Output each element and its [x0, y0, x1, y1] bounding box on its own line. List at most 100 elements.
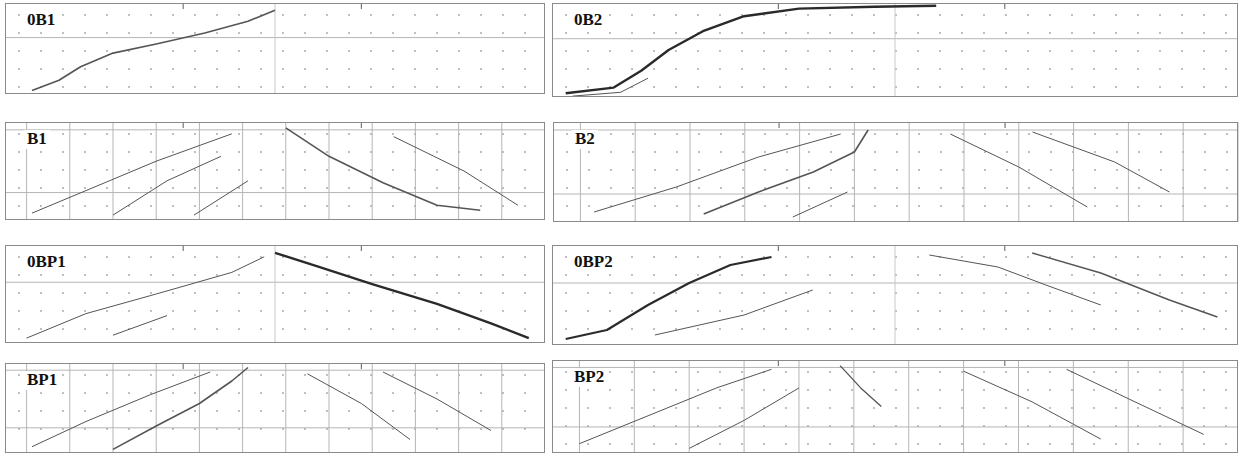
grid-dot	[18, 410, 20, 412]
grid-dot	[565, 32, 567, 34]
beam-panel: B1	[5, 122, 545, 220]
grid-dot	[304, 328, 306, 330]
grid-dot	[260, 328, 262, 330]
grid-dot	[808, 169, 810, 171]
grid-dot	[18, 392, 20, 394]
grid-dot	[786, 133, 788, 135]
grid-dot	[851, 389, 853, 391]
grid-dot	[106, 374, 108, 376]
grid-dot	[1049, 32, 1051, 34]
grid-dot	[786, 187, 788, 189]
grid-dot	[654, 133, 656, 135]
grid-dot	[895, 389, 897, 391]
beam-drawing	[552, 245, 1238, 345]
grid-dot	[1203, 371, 1205, 373]
grid-dot	[785, 407, 787, 409]
grid-dot	[370, 169, 372, 171]
grid-dot	[851, 68, 853, 70]
grid-dot	[194, 187, 196, 189]
grid-dot	[1071, 68, 1073, 70]
grid-dot	[1071, 292, 1073, 294]
grid-dot	[720, 133, 722, 135]
grid-dot	[1181, 50, 1183, 52]
grid-dot	[719, 371, 721, 373]
grid-dot	[917, 32, 919, 34]
grid-dot	[741, 310, 743, 312]
grid-dot	[282, 50, 284, 52]
grid-dot	[653, 256, 655, 258]
grid-dot	[392, 292, 394, 294]
grid-dot	[1138, 151, 1140, 153]
grid-dot	[150, 328, 152, 330]
grid-dot	[106, 86, 108, 88]
grid-dot	[326, 169, 328, 171]
reference-line	[275, 3, 276, 94]
grid-dot	[1027, 407, 1029, 409]
grid-dot	[566, 205, 568, 207]
grid-dot	[653, 389, 655, 391]
grid-dot	[18, 68, 20, 70]
grid-dot	[524, 32, 526, 34]
grid-dot	[194, 328, 196, 330]
grid-dot	[62, 133, 64, 135]
grid-dot	[150, 169, 152, 171]
grid-dot	[1225, 310, 1227, 312]
grid-dot	[1160, 205, 1162, 207]
grid-dot	[786, 169, 788, 171]
grid-dot	[348, 410, 350, 412]
grid-dot	[370, 133, 372, 135]
grid-dot	[676, 133, 678, 135]
grid-dot	[631, 389, 633, 391]
grid-dot	[763, 443, 765, 445]
stirrup-line	[1073, 360, 1074, 453]
grid-dot	[524, 14, 526, 16]
rebar-line	[552, 367, 1238, 368]
grid-dot	[414, 50, 416, 52]
grid-dot	[18, 187, 20, 189]
rebar-line	[5, 370, 545, 371]
grid-dot	[961, 407, 963, 409]
grid-dot	[260, 151, 262, 153]
grid-dot	[830, 169, 832, 171]
grid-dot	[1181, 274, 1183, 276]
grid-dot	[84, 392, 86, 394]
grid-dot	[260, 428, 262, 430]
grid-dot	[830, 151, 832, 153]
stirrup-line	[372, 363, 373, 453]
grid-dot	[458, 328, 460, 330]
grid-dot	[1049, 274, 1051, 276]
grid-dot	[524, 328, 526, 330]
grid-dot	[917, 292, 919, 294]
grid-dot	[1071, 389, 1073, 391]
grid-dot	[698, 205, 700, 207]
grid-dot	[458, 292, 460, 294]
grid-dot	[917, 256, 919, 258]
grid-dot	[238, 32, 240, 34]
grid-dot	[917, 68, 919, 70]
grid-dot	[1159, 443, 1161, 445]
grid-dot	[697, 14, 699, 16]
grid-dot	[84, 14, 86, 16]
grid-dot	[84, 205, 86, 207]
grid-dot	[106, 151, 108, 153]
grid-dot	[807, 68, 809, 70]
grid-dot	[282, 169, 284, 171]
grid-dot	[720, 187, 722, 189]
grid-dot	[238, 310, 240, 312]
grid-dot	[566, 169, 568, 171]
grid-dot	[1226, 133, 1228, 135]
grid-dot	[565, 256, 567, 258]
grid-dot	[852, 169, 854, 171]
grid-dot	[194, 50, 196, 52]
grid-dot	[940, 151, 942, 153]
grid-dot	[1071, 443, 1073, 445]
grid-dot	[436, 374, 438, 376]
grid-dot	[851, 32, 853, 34]
grid-dot	[1203, 256, 1205, 258]
grid-dot	[458, 50, 460, 52]
grid-dot	[304, 151, 306, 153]
stirrup-line	[329, 122, 330, 220]
grid-dot	[587, 292, 589, 294]
grid-dot	[436, 292, 438, 294]
stirrup-line	[113, 122, 114, 220]
